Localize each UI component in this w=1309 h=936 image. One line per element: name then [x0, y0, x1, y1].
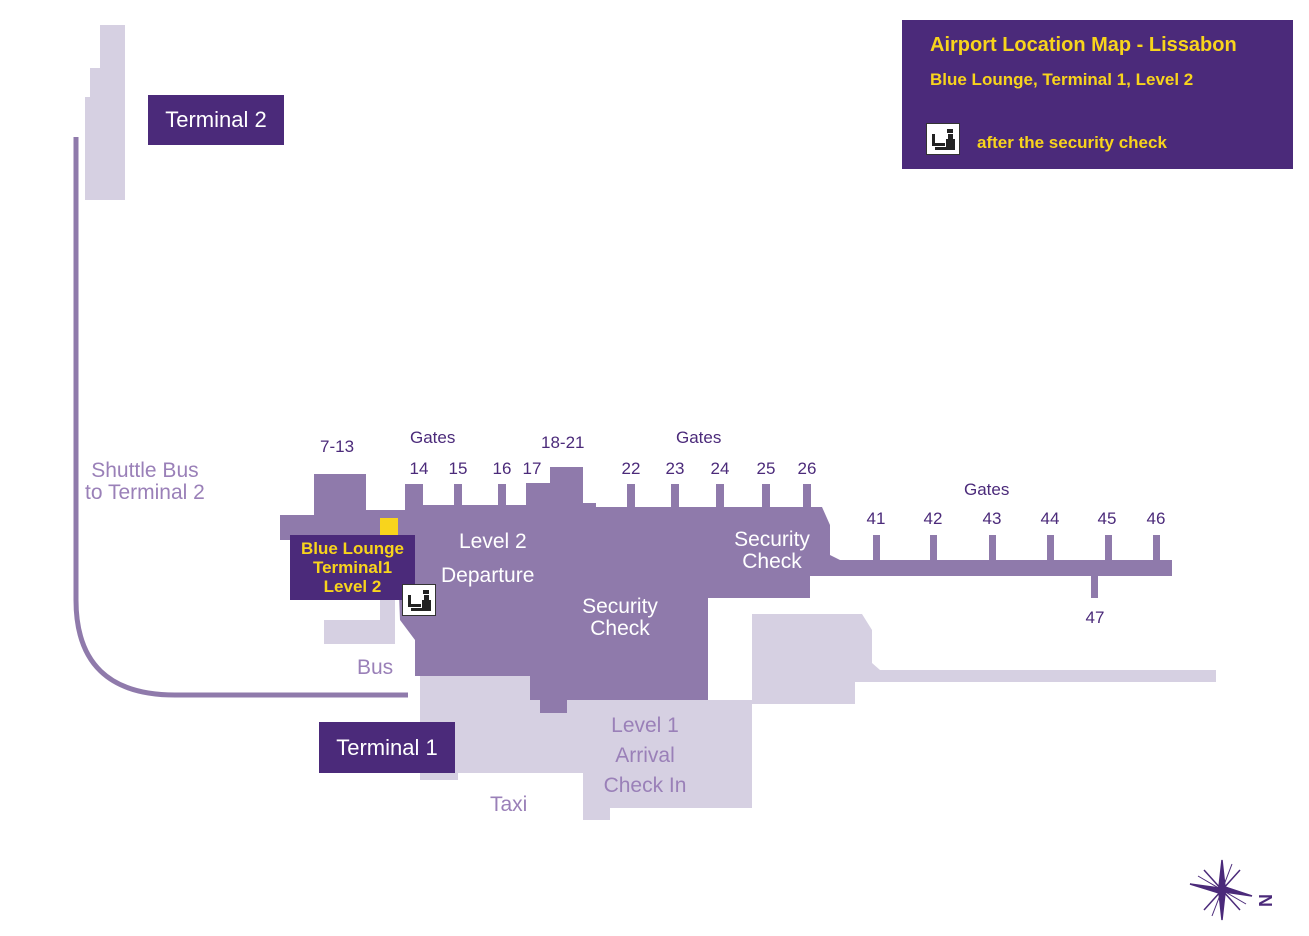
gates-heading-central: Gates — [676, 428, 722, 447]
check-text: Check — [590, 617, 650, 640]
map-title: Airport Location Map - Lissabon — [930, 34, 1237, 56]
terminal-2-building — [85, 25, 125, 200]
shuttle-bus-route — [73, 137, 408, 698]
gates-heading-west: Gates — [410, 428, 456, 447]
terminal-2-label: Terminal 2 — [148, 95, 284, 145]
gate-stub — [762, 484, 770, 508]
gate-stub — [873, 535, 880, 561]
gate-stub — [716, 484, 724, 508]
map-subtitle: Blue Lounge, Terminal 1, Level 2 — [930, 70, 1194, 89]
gate-stub — [989, 535, 996, 561]
gate-stub — [415, 484, 423, 506]
gate-group-18-21: 18-21 — [541, 433, 585, 452]
shuttle-line-2: to Terminal 2 — [85, 481, 205, 504]
level-2-label: Level 2 — [459, 530, 527, 553]
level-1-text: Level 1 — [611, 714, 679, 737]
gate-label: 42 — [923, 509, 943, 528]
lounge-level: Level 2 — [323, 577, 382, 596]
departure-label: Departure — [441, 564, 535, 587]
gate-stub — [454, 484, 462, 506]
check-text: Check — [742, 550, 802, 573]
level-1-label: Level 1 Arrival Check In — [595, 711, 695, 801]
gate-label: 41 — [866, 509, 886, 528]
gate-label: 45 — [1097, 509, 1117, 528]
security-check-label-east: Security Check — [727, 529, 817, 573]
gate-label: 26 — [797, 459, 817, 478]
security-text: Security — [582, 595, 658, 618]
gate-label: 43 — [982, 509, 1002, 528]
bus-stop-area — [324, 598, 395, 644]
shuttle-line-1: Shuttle Bus — [91, 459, 199, 482]
gate-label: 17 — [522, 459, 542, 478]
gate-label: 15 — [448, 459, 468, 478]
security-text: Security — [734, 528, 810, 551]
gate-label: 24 — [710, 459, 730, 478]
level-1-area — [420, 614, 1216, 820]
gate-stub — [671, 484, 679, 508]
shuttle-bus-label: Shuttle Bus to Terminal 2 — [85, 460, 205, 504]
gate-stub — [1105, 535, 1112, 561]
gate-label: 47 — [1085, 608, 1105, 627]
gate-stub — [930, 535, 937, 561]
gate-stub — [1047, 535, 1054, 561]
level-2-departure-area — [280, 467, 1172, 713]
gate-label: 22 — [621, 459, 641, 478]
gate-group-7-13: 7-13 — [320, 437, 355, 456]
lounge-location-marker — [380, 518, 398, 535]
lounge-name: Blue Lounge — [301, 539, 404, 558]
gate-stub — [498, 484, 506, 506]
security-officer-icon — [402, 584, 436, 616]
gate-label: 44 — [1040, 509, 1060, 528]
blue-lounge-label: Blue Lounge Terminal1 Level 2 — [290, 535, 415, 600]
gate-label: 23 — [665, 459, 685, 478]
check-in-text: Check In — [603, 774, 687, 797]
lounge-terminal: Terminal1 — [312, 558, 393, 577]
gate-stub — [528, 484, 536, 506]
gate-stub — [627, 484, 635, 508]
taxi-label: Taxi — [490, 793, 528, 816]
gate-stub — [803, 484, 811, 508]
compass-north-label: N — [1255, 894, 1275, 907]
gates-heading-east: Gates — [964, 480, 1010, 499]
gate-stub — [1091, 575, 1098, 598]
bus-label: Bus — [357, 656, 394, 679]
security-check-label-central: Security Check — [575, 596, 665, 640]
map-legend: Airport Location Map - Lissabon Blue Lou… — [902, 20, 1293, 169]
gate-stub — [1153, 535, 1160, 561]
gate-label: 25 — [756, 459, 776, 478]
gate-label: 16 — [492, 459, 512, 478]
security-officer-icon — [926, 123, 960, 155]
arrival-text: Arrival — [615, 744, 675, 767]
compass-rose-icon — [1189, 859, 1253, 921]
gate-label: 46 — [1146, 509, 1166, 528]
legend-note: after the security check — [977, 133, 1167, 152]
gate-label: 14 — [409, 459, 429, 478]
terminal-1-label: Terminal 1 — [319, 722, 455, 773]
